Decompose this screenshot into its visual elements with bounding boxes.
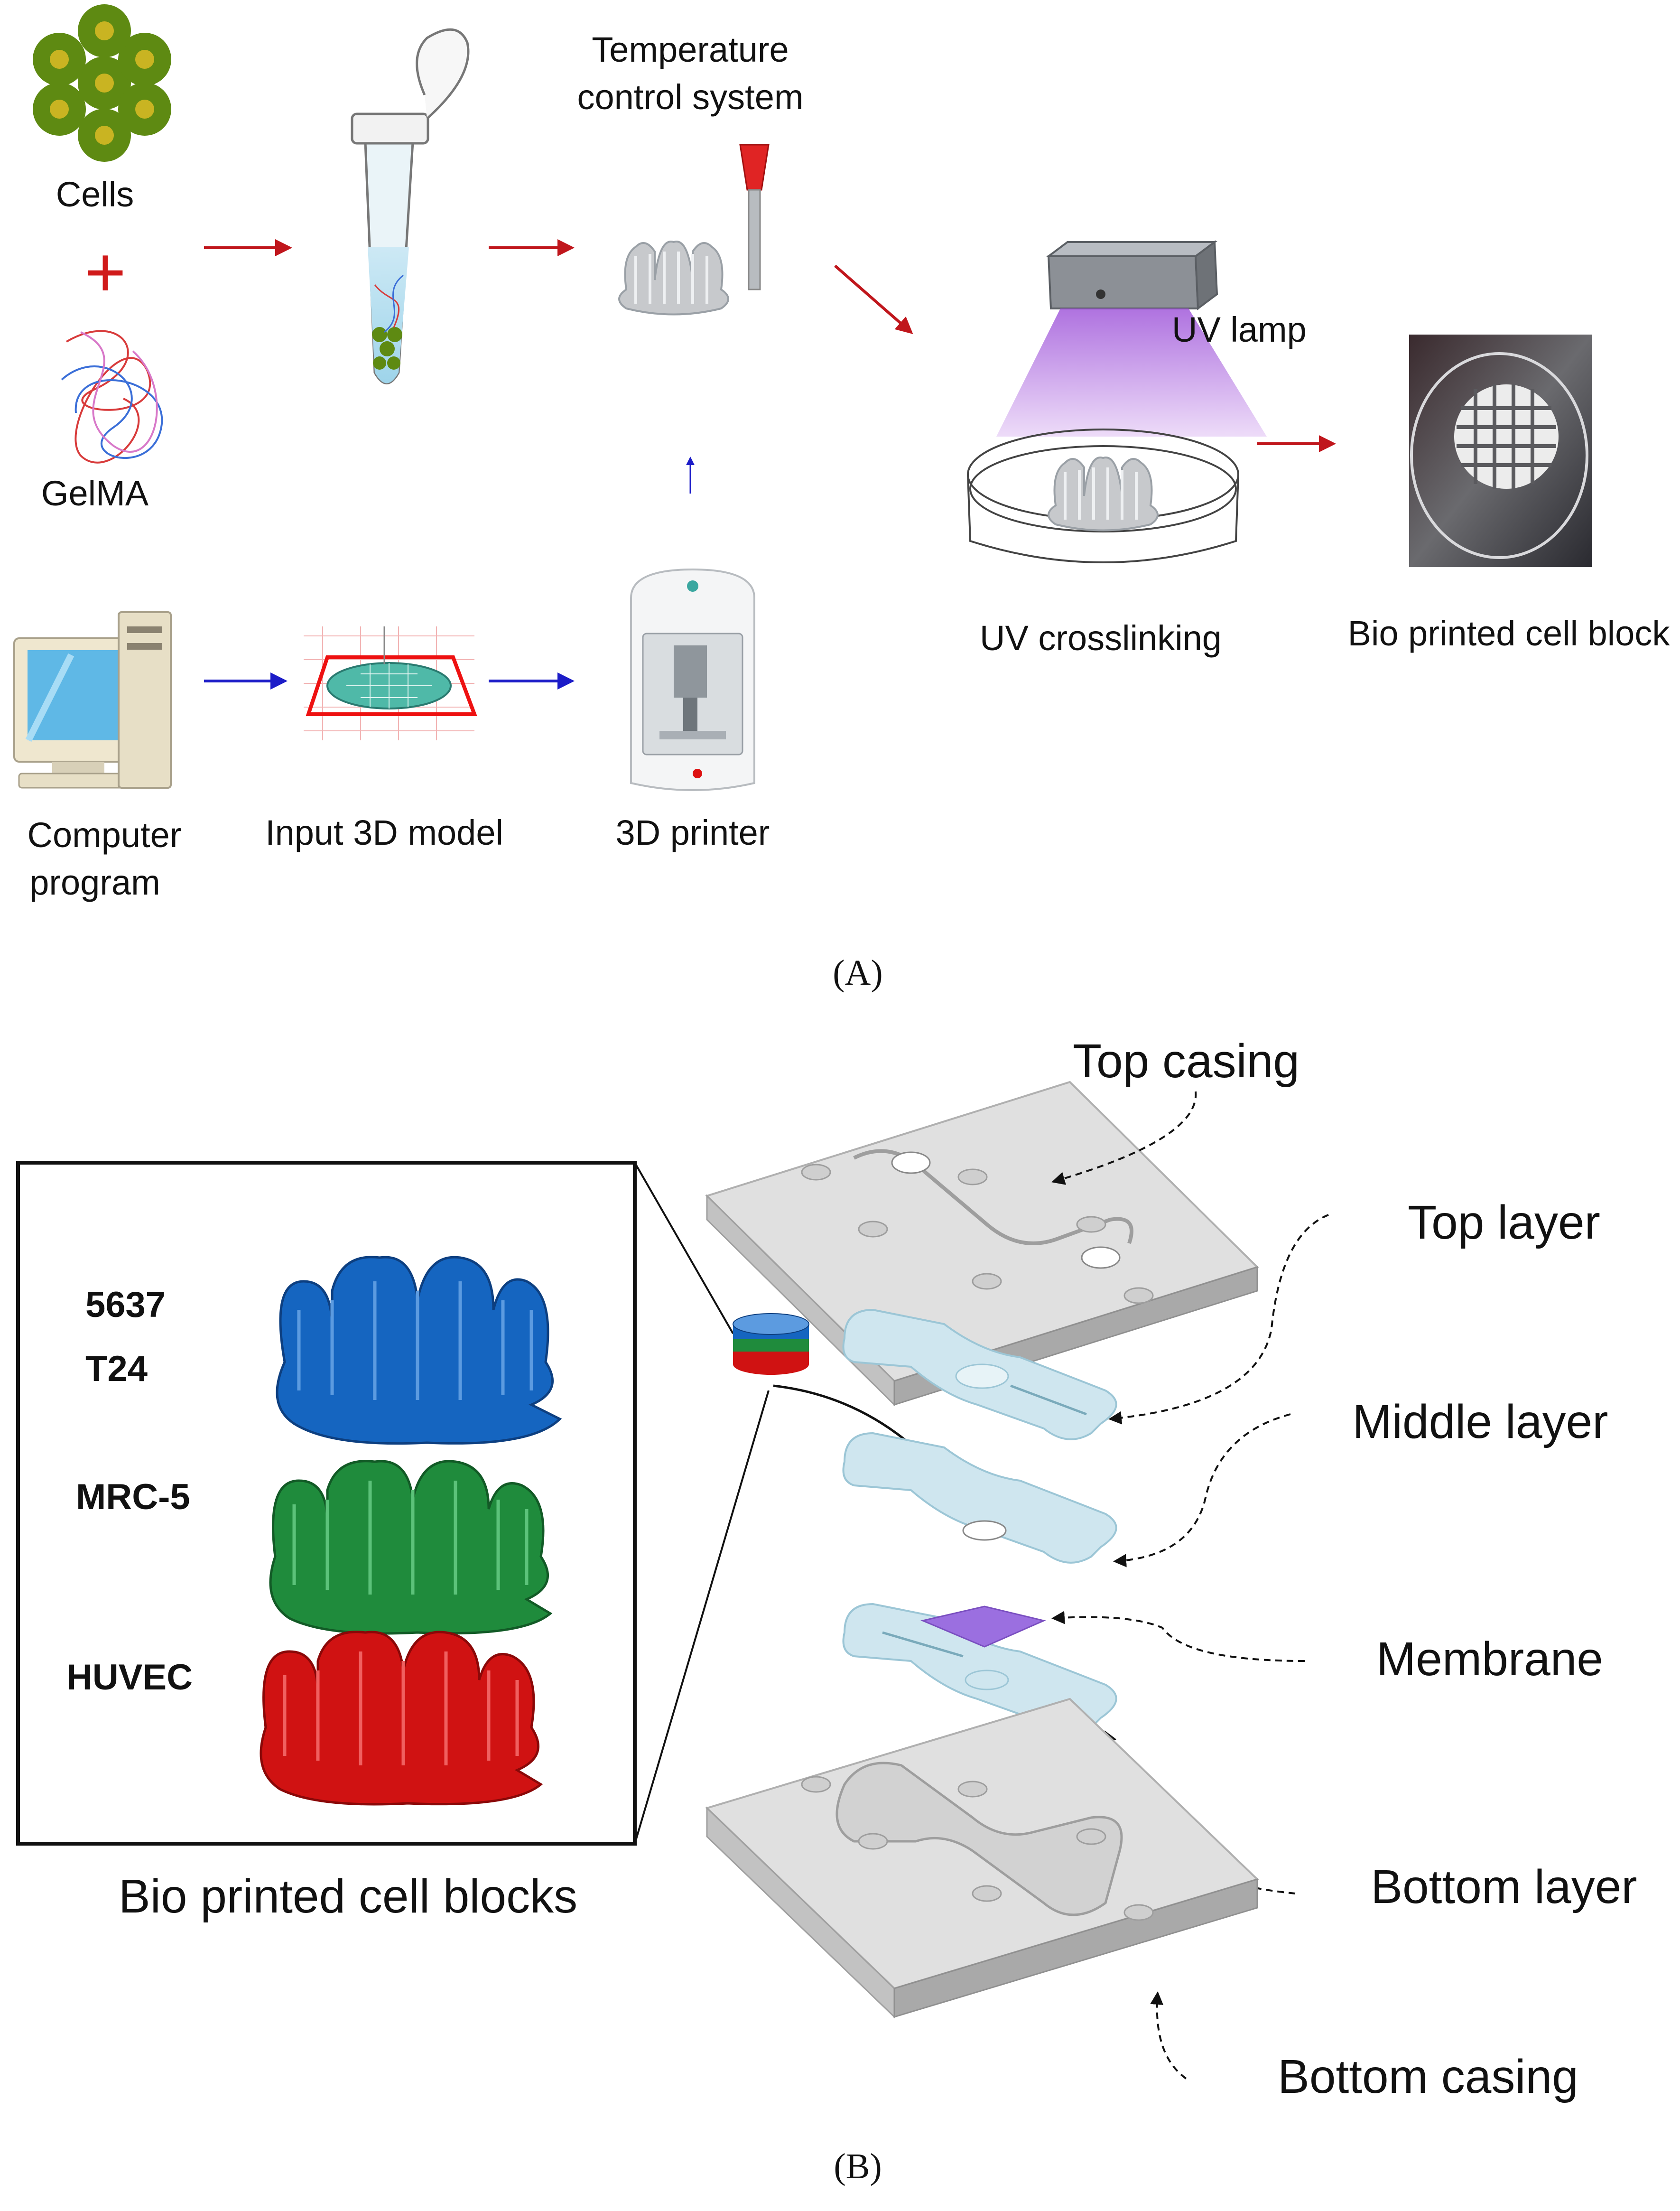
computer-label-line2: program [29,863,160,902]
inset-connector-bottom [634,1390,770,1844]
red-cell-block [260,1631,543,1806]
cells-label: Cells [56,175,134,214]
inset-connector-top [634,1162,734,1334]
computer-icon [13,611,172,789]
printed-scaffold-icon [619,242,728,315]
uv-beam [996,308,1267,437]
print-nozzle-icon [739,144,770,290]
top-layer-leader [1108,1214,1329,1425]
tube-icon [351,28,470,384]
membrane-label: Membrane [1376,1633,1603,1686]
uv-crosslinking-label: UV crosslinking [980,618,1222,658]
3d-printer-icon [630,568,755,791]
top-layer [842,1308,1117,1440]
input-model-label: Input 3D model [265,813,503,852]
membrane-sheet [920,1605,1046,1648]
top-casing-leader [1051,1091,1197,1185]
panel-b-tag: (B) [834,2146,882,2186]
bio-block-label: Bio printed cell block [1348,614,1671,653]
cell-line-t24: T24 [85,1349,148,1389]
bio-block-photo [1409,335,1592,567]
bottom-casing [705,1698,1259,2019]
temperature-label-line2: control system [577,77,803,117]
middle-layer-label: Middle layer [1352,1395,1608,1448]
green-cell-block [269,1460,553,1635]
cell-line-5637: 5637 [85,1285,166,1325]
uv-lamp-label: UV lamp [1172,310,1307,349]
3d-model-grid-icon [304,626,477,740]
blue-cell-block [276,1256,562,1445]
middle-layer [842,1432,1117,1564]
top-casing [705,1081,1259,1407]
gelma-fiber-icon [61,330,163,464]
panel-a: Cells + GelMA Temperature control system [13,4,1671,993]
uv-lamp-icon [1046,240,1218,310]
uv-dish-scaffold [1049,457,1158,531]
plus-sign: + [84,232,126,312]
computer-label-line1: Computer [28,815,182,855]
top-casing-label: Top casing [1073,1035,1299,1088]
cell-block-cylinder-icon [733,1313,809,1375]
top-layer-label: Top layer [1408,1196,1600,1249]
gelma-label: GelMA [41,474,149,513]
inset-title: Bio printed cell blocks [119,1870,577,1923]
cells-icon [33,4,171,162]
arrow-nozzle-to-uv [834,264,913,334]
bottom-layer-label: Bottom layer [1371,1860,1637,1913]
middle-layer-leader [1113,1413,1291,1567]
membrane-leader [1051,1611,1305,1662]
cell-line-mrc5: MRC-5 [76,1477,190,1517]
bottom-casing-label: Bottom casing [1278,2050,1578,2103]
cell-line-huvec: HUVEC [66,1657,193,1698]
panel-b: 5637 T24 MRC-5 HUVEC [16,1035,1637,2186]
temperature-label-line1: Temperature [592,30,789,69]
panel-a-tag: (A) [833,953,883,993]
bottom-casing-leader [1150,1991,1187,2080]
printer-label: 3D printer [616,813,770,852]
